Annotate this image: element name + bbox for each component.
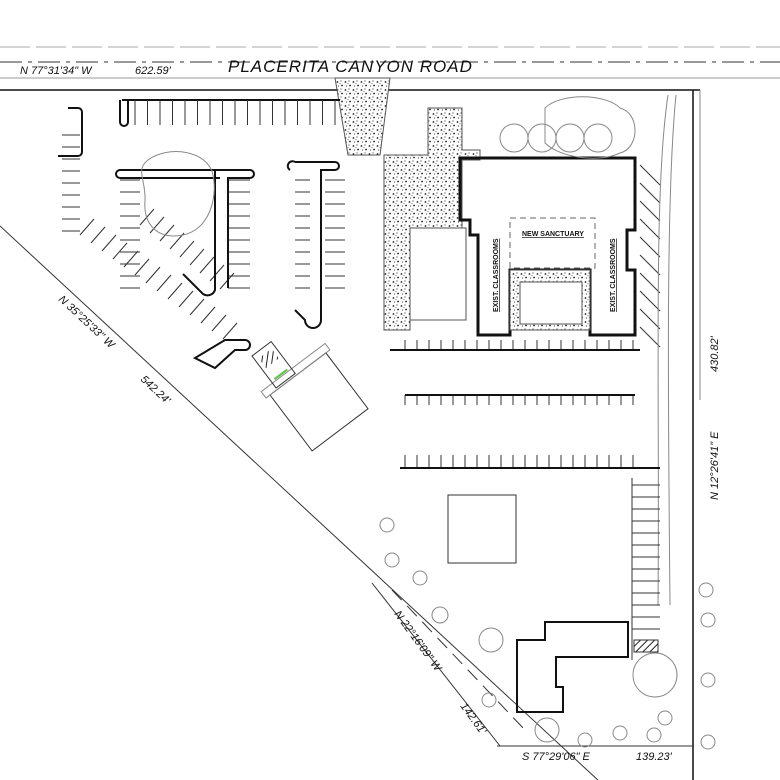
courtyard-lawn: [519, 281, 583, 325]
exist-playground-surface: [447, 494, 517, 564]
north-distance: 622.59': [135, 65, 172, 77]
stall-line: [178, 290, 194, 308]
stall-line: [222, 322, 238, 340]
south-distance: 139.23': [636, 751, 673, 763]
stall-line: [79, 218, 95, 236]
stall-line: [189, 298, 205, 316]
right-parking-stalls: [639, 164, 661, 348]
stall-line: [189, 248, 205, 266]
stall-line: [639, 308, 661, 330]
tree: [700, 612, 716, 628]
stall-line: [639, 290, 661, 312]
lower-right-parking: [631, 478, 660, 660]
parking-island: [58, 107, 83, 157]
stall-line: [211, 314, 227, 332]
west-distance: 542.24': [138, 373, 173, 407]
stall-line: [639, 254, 661, 276]
exist-classroom-modular: [260, 342, 369, 452]
north-bearing: N 77°31'34" W: [20, 65, 93, 77]
sanctuary-label: NEW SANCTUARY: [522, 231, 584, 238]
parking-island: [119, 100, 129, 127]
southwest-distance: 142.61': [458, 701, 489, 738]
stall-line: [209, 264, 225, 282]
tree: [700, 734, 716, 750]
walkway: [657, 94, 677, 606]
stall-line: [639, 236, 661, 258]
east-bearing: N 12°26'41" E: [709, 431, 721, 500]
driveway-apron: [334, 77, 391, 156]
stall-line: [639, 218, 661, 240]
stall-line: [101, 234, 117, 252]
tree: [657, 710, 673, 726]
stall-line: [112, 242, 128, 260]
classrooms-west-label: EXIST. CLASSROOMS: [493, 238, 500, 312]
tree: [478, 627, 504, 653]
stall-line: [639, 326, 661, 348]
stall-line: [156, 274, 172, 292]
tree: [698, 582, 714, 598]
tree: [534, 717, 560, 743]
west-bearing: N 35°25'33" W: [56, 293, 118, 352]
stall-line: [167, 282, 183, 300]
tree: [481, 692, 497, 708]
stall-line: [159, 224, 175, 242]
exist-septic-area: [409, 227, 467, 321]
stall-line: [200, 306, 216, 324]
stall-line: [145, 266, 161, 284]
tree: [431, 606, 449, 624]
parking-island: [286, 160, 340, 329]
southwest-bearing: N 22°16'09" W: [392, 609, 445, 675]
tree-canopy: [141, 151, 215, 237]
tree: [700, 672, 716, 688]
stall-line: [639, 272, 661, 294]
parking-island: [120, 169, 255, 297]
road-name: PLACERITA CANYON ROAD: [228, 57, 473, 76]
tree: [577, 732, 593, 748]
trees-south: [379, 517, 716, 750]
tree: [612, 725, 628, 741]
tree: [412, 570, 428, 586]
stall-line: [90, 226, 106, 244]
east-distance: 430.82': [709, 335, 721, 372]
classrooms-east-label: EXIST. CLASSROOMS: [610, 238, 617, 312]
parking-island: [192, 339, 251, 370]
sanctuary-footprint: [509, 217, 596, 269]
parking-island: [115, 169, 220, 179]
stall-line: [134, 258, 150, 276]
stall-line: [123, 250, 139, 268]
stall-line: [639, 164, 661, 186]
tree: [646, 727, 662, 743]
property-lines: [0, 90, 701, 780]
accessible-stall: [633, 639, 659, 653]
tree: [384, 552, 400, 568]
stall-line: [639, 182, 661, 204]
stall-line: [199, 256, 215, 274]
parking-stalls: [62, 99, 634, 468]
tree: [632, 652, 678, 698]
tree: [379, 517, 395, 533]
stall-line: [639, 200, 661, 222]
stall-line: [149, 216, 165, 234]
south-bearing: S 77°29'06" E: [522, 751, 591, 763]
exist-office-garage: [516, 621, 629, 713]
stall-line: [179, 240, 195, 258]
trees-north: [499, 96, 636, 159]
restroom-block: [251, 340, 296, 389]
